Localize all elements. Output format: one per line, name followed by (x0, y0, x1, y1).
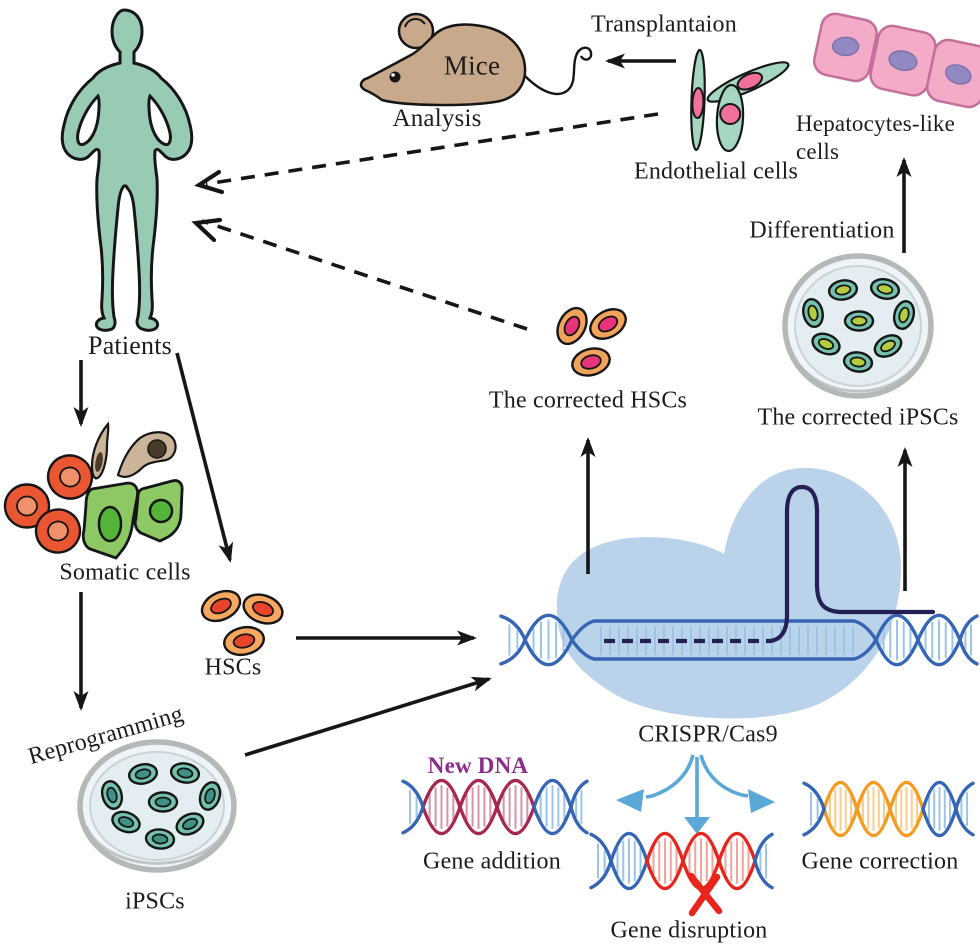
dashed-arrow-endothelial-to-patient (194, 112, 659, 195)
mouse-tail (524, 46, 593, 96)
gene-correction-helix (802, 780, 975, 838)
endothelial-label: Endothelial cells (633, 158, 799, 185)
corrected-hscs-cells (556, 306, 627, 377)
corrected-ipscs-label: The corrected iPSCs (757, 404, 959, 431)
somatic-tan-cell (90, 421, 110, 480)
hscs-label: HSCs (204, 654, 262, 681)
gene-disruption-helix (589, 831, 774, 891)
hepatocytes-label-line1: Hepatocytes-like (796, 111, 956, 136)
differentiation-label: Differentiation (749, 217, 895, 244)
hscs-cells (200, 589, 284, 657)
mice-label: Mice (443, 50, 501, 81)
gene-addition-helix (401, 778, 589, 836)
gene-disruption-label: Gene disruption (610, 917, 768, 944)
somatic-tan-cell (116, 431, 177, 478)
somatic-cells-label: Somatic cells (59, 559, 191, 586)
gene-correction-label: Gene correction (801, 848, 959, 875)
endothelial-cells (690, 48, 790, 153)
corrected-ipscs-dish (782, 253, 934, 399)
patients-label: Patients (88, 331, 172, 360)
analysis-label: Analysis (392, 105, 482, 132)
arrow-patient-to-hscs (175, 352, 234, 563)
flow-arrows (73, 53, 913, 757)
patient-figure (60, 8, 194, 332)
new-dna-label: New DNA (427, 753, 529, 778)
crispr-label: CRISPR/Cas9 (638, 721, 778, 748)
corrected-ipsc-colonies (802, 278, 916, 373)
dna-helix-right (874, 613, 979, 667)
arrow-ipscs-to-crispr (244, 676, 492, 757)
dna-helix (499, 613, 979, 667)
dna-helix-left (499, 613, 574, 667)
hepatocyte-cells (812, 12, 980, 109)
somatic-cells-cluster (3, 421, 184, 560)
transplantation-label: Transplantaion (591, 11, 737, 38)
corrected-hscs-label: The corrected HSCs (488, 387, 688, 414)
ipsc-colonies (100, 762, 222, 850)
somatic-red-cells (3, 454, 94, 554)
mouse-eye (389, 71, 401, 83)
disruption-x-mark (687, 872, 723, 917)
dna-unwound-ladder (600, 626, 854, 655)
cas9-protein-blob (556, 467, 901, 719)
mouse-figure (359, 12, 593, 107)
crispr-outcome-fan (616, 754, 775, 834)
ipscs-dish (77, 739, 237, 873)
ipscs-label: iPSCs (125, 888, 185, 915)
gene-addition-label: Gene addition (423, 848, 561, 875)
guide-rna (604, 484, 936, 644)
dashed-arrow-corrected-hscs-to-patient (191, 217, 528, 331)
hepatocytes-label-line2: cells (796, 139, 840, 164)
